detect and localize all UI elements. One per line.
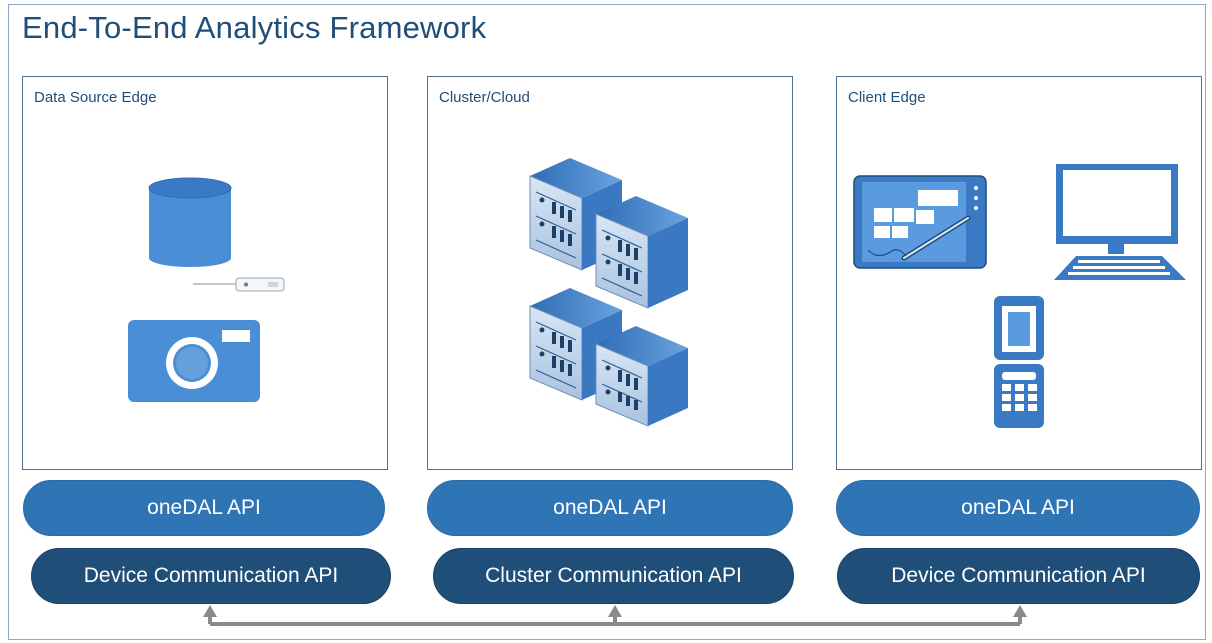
panel-data-source-edge: Data Source Edge [22,76,388,470]
panel-label: Cluster/Cloud [439,89,530,106]
server-rack-icon [529,158,688,427]
comm-pill-cluster: Cluster Communication API [433,548,794,604]
panel-label: Data Source Edge [34,89,157,106]
api-pill-data-source: oneDAL API [23,480,385,536]
diagram-frame [8,4,1206,640]
tablet-icon [853,175,987,269]
arrow-up-icon [1013,605,1027,617]
api-pill-client: oneDAL API [836,480,1200,536]
camera-icon [128,320,260,402]
connector-bus [203,605,1027,626]
diagram-title: End-To-End Analytics Framework [22,10,487,45]
arrow-up-icon [608,605,622,617]
comm-pill-data-source: Device Communication API [31,548,391,604]
api-pill-cluster: oneDAL API [427,480,793,536]
sensor-icon [193,277,285,292]
panel-label: Client Edge [848,89,926,106]
comm-pill-client: Device Communication API [837,548,1200,604]
desktop-monitor-icon [1054,164,1186,280]
mobile-phone-icon [994,296,1044,428]
arrow-up-icon [203,605,217,617]
database-icon [148,177,232,267]
